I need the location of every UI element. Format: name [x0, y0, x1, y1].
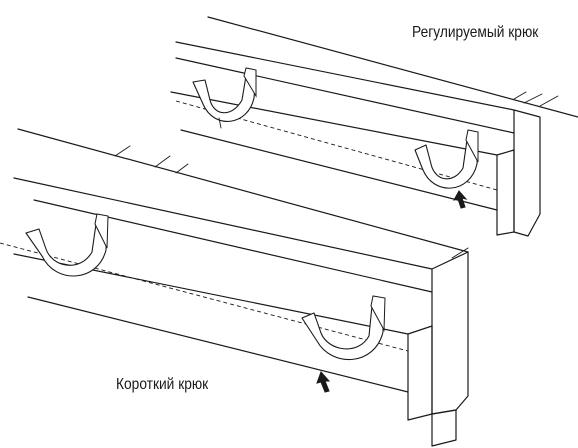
front-rafter-tick-1 [451, 247, 469, 259]
short-hook-label: Короткий крюк [116, 376, 209, 393]
back-rafter-end-1 [513, 109, 541, 237]
front-board-lower [27, 296, 409, 393]
back-board-lower [180, 129, 498, 211]
back-rafter-tick-1 [513, 91, 527, 100]
back-assembly [170, 16, 578, 237]
front-arrow [316, 371, 331, 393]
front-roof-edge-mid [13, 177, 433, 270]
front-roof-edge-top [17, 128, 469, 253]
back-rafter-tick-3 [539, 95, 559, 107]
adjustable-hook-left [192, 67, 257, 129]
back-rafter-end-1-side [496, 149, 515, 236]
back-roof-edge-top [207, 16, 578, 118]
front-rafter-end [431, 251, 469, 415]
front-batten-tick-2 [154, 155, 171, 168]
adjustable-hook-right [414, 129, 479, 189]
short-hook-right [301, 295, 386, 361]
back-arrow [453, 190, 468, 209]
short-hook-left [25, 213, 109, 277]
back-board-bottom [170, 91, 498, 156]
back-board-top [175, 57, 515, 134]
front-slope-line [0, 242, 409, 352]
front-rafter-end-side [407, 325, 433, 421]
adjustable-hook-label: Регулируемый крюк [412, 24, 539, 41]
front-assembly [0, 128, 469, 447]
front-batten-tick-1 [114, 145, 131, 157]
front-rafter-end-lower [431, 409, 457, 447]
back-rafter-tick-2 [523, 93, 543, 104]
front-batten-tick-3 [175, 163, 189, 174]
back-roof-edge-mid [175, 41, 515, 111]
